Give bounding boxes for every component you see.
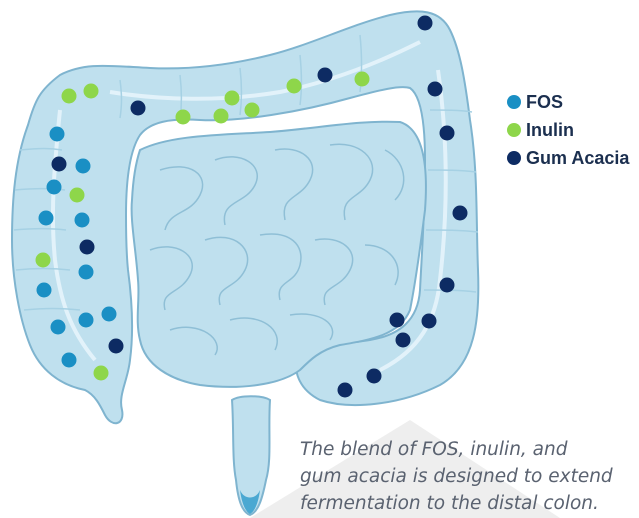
- fos-dot: [37, 283, 52, 298]
- caption-line-1: The blend of FOS, inulin, and: [300, 436, 636, 463]
- legend-label-inulin: Inulin: [526, 120, 574, 141]
- fos-dot: [75, 213, 90, 228]
- fos-dot: [39, 211, 54, 226]
- fos-dot: [62, 353, 77, 368]
- fos-dot: [76, 159, 91, 174]
- inulin-dot: [84, 84, 99, 99]
- gum-acacia-dot: [390, 313, 405, 328]
- gum-acacia-dot: [453, 206, 468, 221]
- fos-dot: [79, 265, 94, 280]
- gum-acacia-dot: [109, 339, 124, 354]
- gum-acacia-dot: [396, 333, 411, 348]
- inulin-swatch: [507, 123, 521, 137]
- legend-item-inulin: Inulin: [507, 116, 629, 144]
- gum-acacia-dot: [52, 157, 67, 172]
- gum-acacia-dot: [131, 101, 146, 116]
- fos-swatch: [507, 95, 521, 109]
- inulin-dot: [225, 91, 240, 106]
- caption-line-2: gum acacia is designed to extend: [300, 463, 636, 490]
- fos-dot: [47, 180, 62, 195]
- gum-acacia-dot: [367, 369, 382, 384]
- fos-dot: [102, 307, 117, 322]
- gum-acacia-swatch: [507, 151, 521, 165]
- gum-acacia-dot: [440, 278, 455, 293]
- inulin-dot: [94, 366, 109, 381]
- fos-dot: [50, 127, 65, 142]
- inulin-dot: [287, 79, 302, 94]
- inulin-dot: [355, 72, 370, 87]
- caption: The blend of FOS, inulin, and gum acacia…: [300, 436, 636, 517]
- caption-line-3: fermentation to the distal colon.: [300, 490, 636, 517]
- gum-acacia-dot: [428, 82, 443, 97]
- inulin-dot: [176, 110, 191, 125]
- gum-acacia-dot: [80, 240, 95, 255]
- gum-acacia-dot: [318, 68, 333, 83]
- legend: FOS Inulin Gum Acacia: [507, 88, 629, 172]
- gum-acacia-dot: [440, 126, 455, 141]
- gum-acacia-dot: [422, 314, 437, 329]
- gum-acacia-dot: [418, 16, 433, 31]
- legend-item-fos: FOS: [507, 88, 629, 116]
- fos-dot: [79, 313, 94, 328]
- legend-label-gum-acacia: Gum Acacia: [526, 148, 629, 169]
- inulin-dot: [36, 253, 51, 268]
- fos-dot: [51, 320, 66, 335]
- inulin-dot: [70, 188, 85, 203]
- inulin-dot: [214, 109, 229, 124]
- inulin-dot: [62, 89, 77, 104]
- legend-label-fos: FOS: [526, 92, 563, 113]
- legend-item-gum-acacia: Gum Acacia: [507, 144, 629, 172]
- gum-acacia-dot: [338, 383, 353, 398]
- inulin-dot: [245, 103, 260, 118]
